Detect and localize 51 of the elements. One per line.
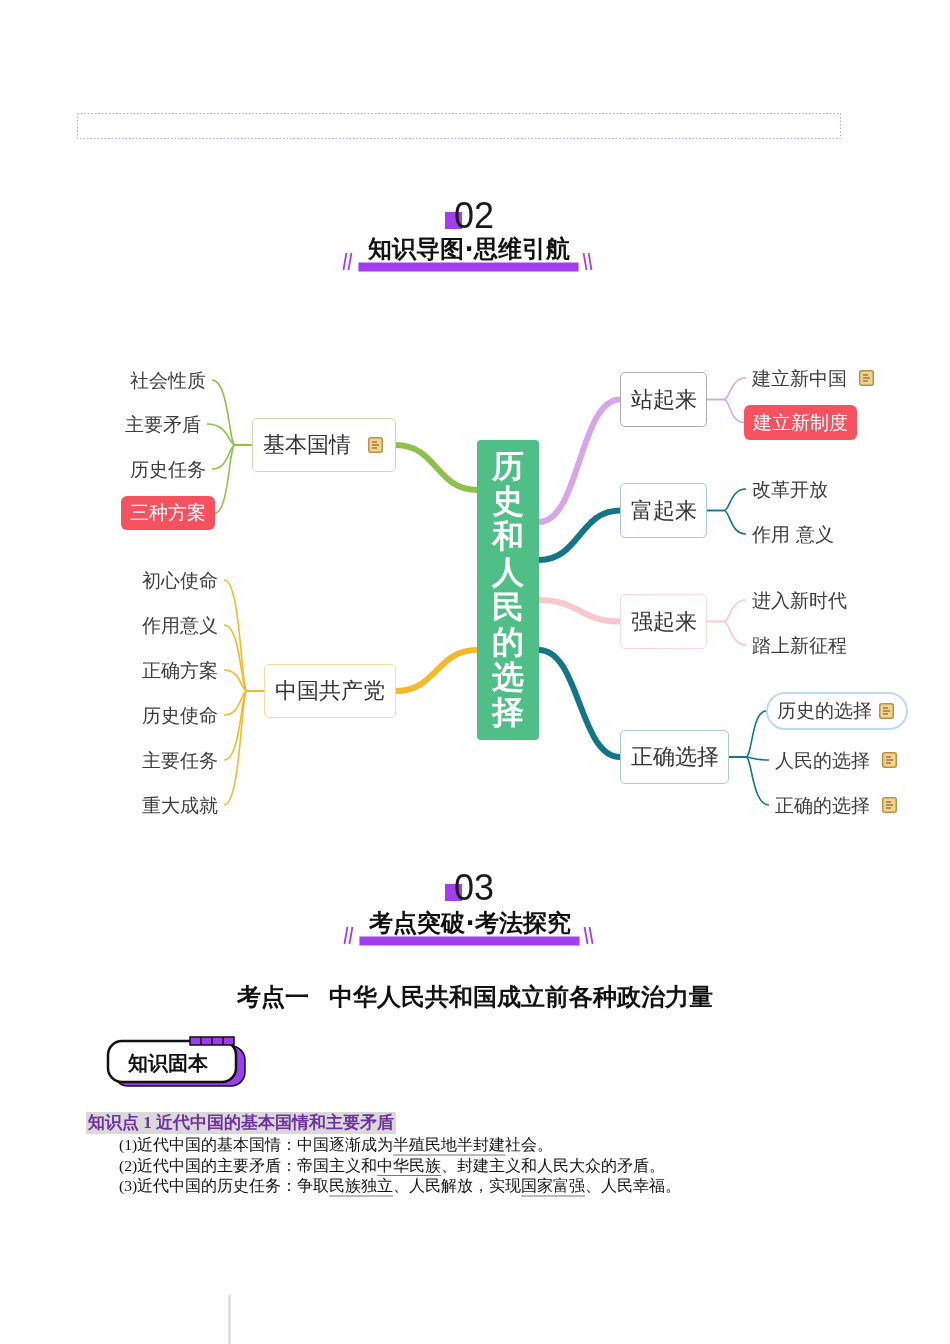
main-branch-line [395,442,478,493]
highlighted-topic: 三种方案 [121,496,215,530]
topic-box: 站起来 [620,372,707,427]
topic-box: 正确选择 [620,730,729,784]
branch-line [214,444,253,514]
branch-line [706,509,747,535]
section-heading: 考点突破·考法探究 [369,910,571,936]
main-branch-line [538,507,621,563]
central-topic: 历史和人民的选择 [477,440,539,740]
topic-box: 富起来 [620,483,707,538]
topic-box: 中国共产党 [264,664,396,718]
topic-label: 作用 意义 [746,522,841,546]
main-branch-line [538,647,621,760]
highlighted-topic: 建立新制度 [744,405,857,440]
topic-text: 基本国情 [263,432,351,458]
topic-label: 建立新中国 [746,366,853,390]
outlined-topic [766,692,908,730]
main-branch-line [395,647,478,694]
main-branch-line [538,597,621,625]
topic-label: 进入新时代 [746,588,853,612]
branch-line [728,756,770,806]
branch-line [706,398,745,424]
topic-label: 主要矛盾 [119,412,207,436]
topic-label: 作用意义 [136,613,224,637]
topic-label: 正确的选择 [769,793,876,817]
topic-label: 社会性质 [124,368,212,392]
body-text: (1)近代中国的基本国情：中国逐渐成为半殖民地半封建社会。 [119,1136,554,1154]
section-heading: 知识导图·思维引航 [368,236,570,262]
topic-label: 初心使命 [136,568,224,592]
topic-label: 改革开放 [746,477,834,501]
topic-label: 主要任务 [136,748,224,772]
section-number: 03 [454,870,494,906]
topic-label: 人民的选择 [769,748,876,772]
topic-label: 历史任务 [124,457,212,481]
topic-label: 历史使命 [136,703,224,727]
knowledge-point-heading: 知识点 1 近代中国的基本国情和主要矛盾 [86,1112,396,1134]
section-number: 02 [454,198,494,234]
topic-box: 强起来 [620,594,707,649]
main-branch-line [538,396,621,525]
badge-label: 知识固本 [128,1051,208,1075]
body-text: (3)近代中国的历史任务：争取民族独立、人民解放，实现国家富强、人民幸福。 [119,1177,682,1195]
topic-text: 历史的选择 [777,698,872,723]
body-text: (2)近代中国的主要矛盾：帝国主义和中华民族、封建主义和人民大众的矛盾。 [119,1156,666,1175]
branch-line [706,620,747,646]
branch-line [223,690,265,806]
topic-label: 踏上新征程 [746,633,853,657]
tag-badge [106,1036,247,1088]
topic-heading: 考点一 中华人民共和国成立前各种政治力量 [236,982,714,1012]
topic-box [252,418,396,472]
topic-label: 重大成就 [136,793,224,817]
topic-label: 正确方案 [136,658,224,682]
